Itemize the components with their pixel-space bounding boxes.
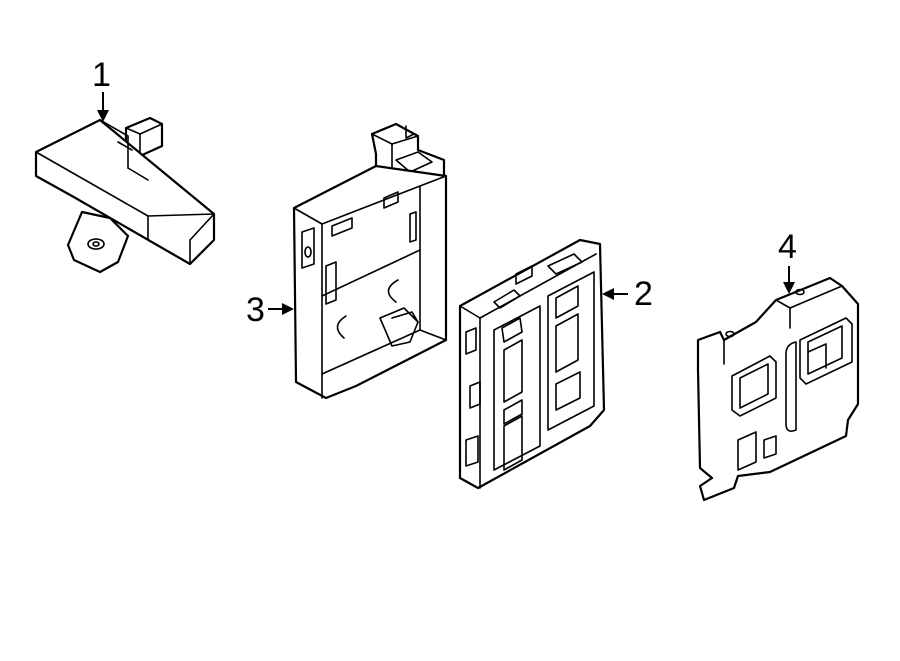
callout-3-label: 3	[246, 291, 265, 329]
callout-2-arrow	[602, 288, 614, 300]
callout-1-label: 1	[92, 56, 111, 94]
callout-3: 3	[246, 291, 294, 329]
part-3-module[interactable]	[292, 122, 448, 400]
callout-3-arrow	[282, 303, 294, 315]
part-2-module[interactable]	[458, 238, 606, 490]
callout-4: 4	[778, 228, 797, 294]
callout-2: 2	[602, 275, 653, 313]
callout-4-label: 4	[778, 228, 797, 266]
part-4-bracket[interactable]	[696, 276, 860, 502]
callout-1-arrow	[97, 110, 109, 122]
callout-1: 1	[92, 56, 111, 122]
callout-2-label: 2	[634, 275, 653, 313]
callout-4-arrow	[783, 282, 795, 294]
part-1-module[interactable]	[34, 116, 216, 274]
